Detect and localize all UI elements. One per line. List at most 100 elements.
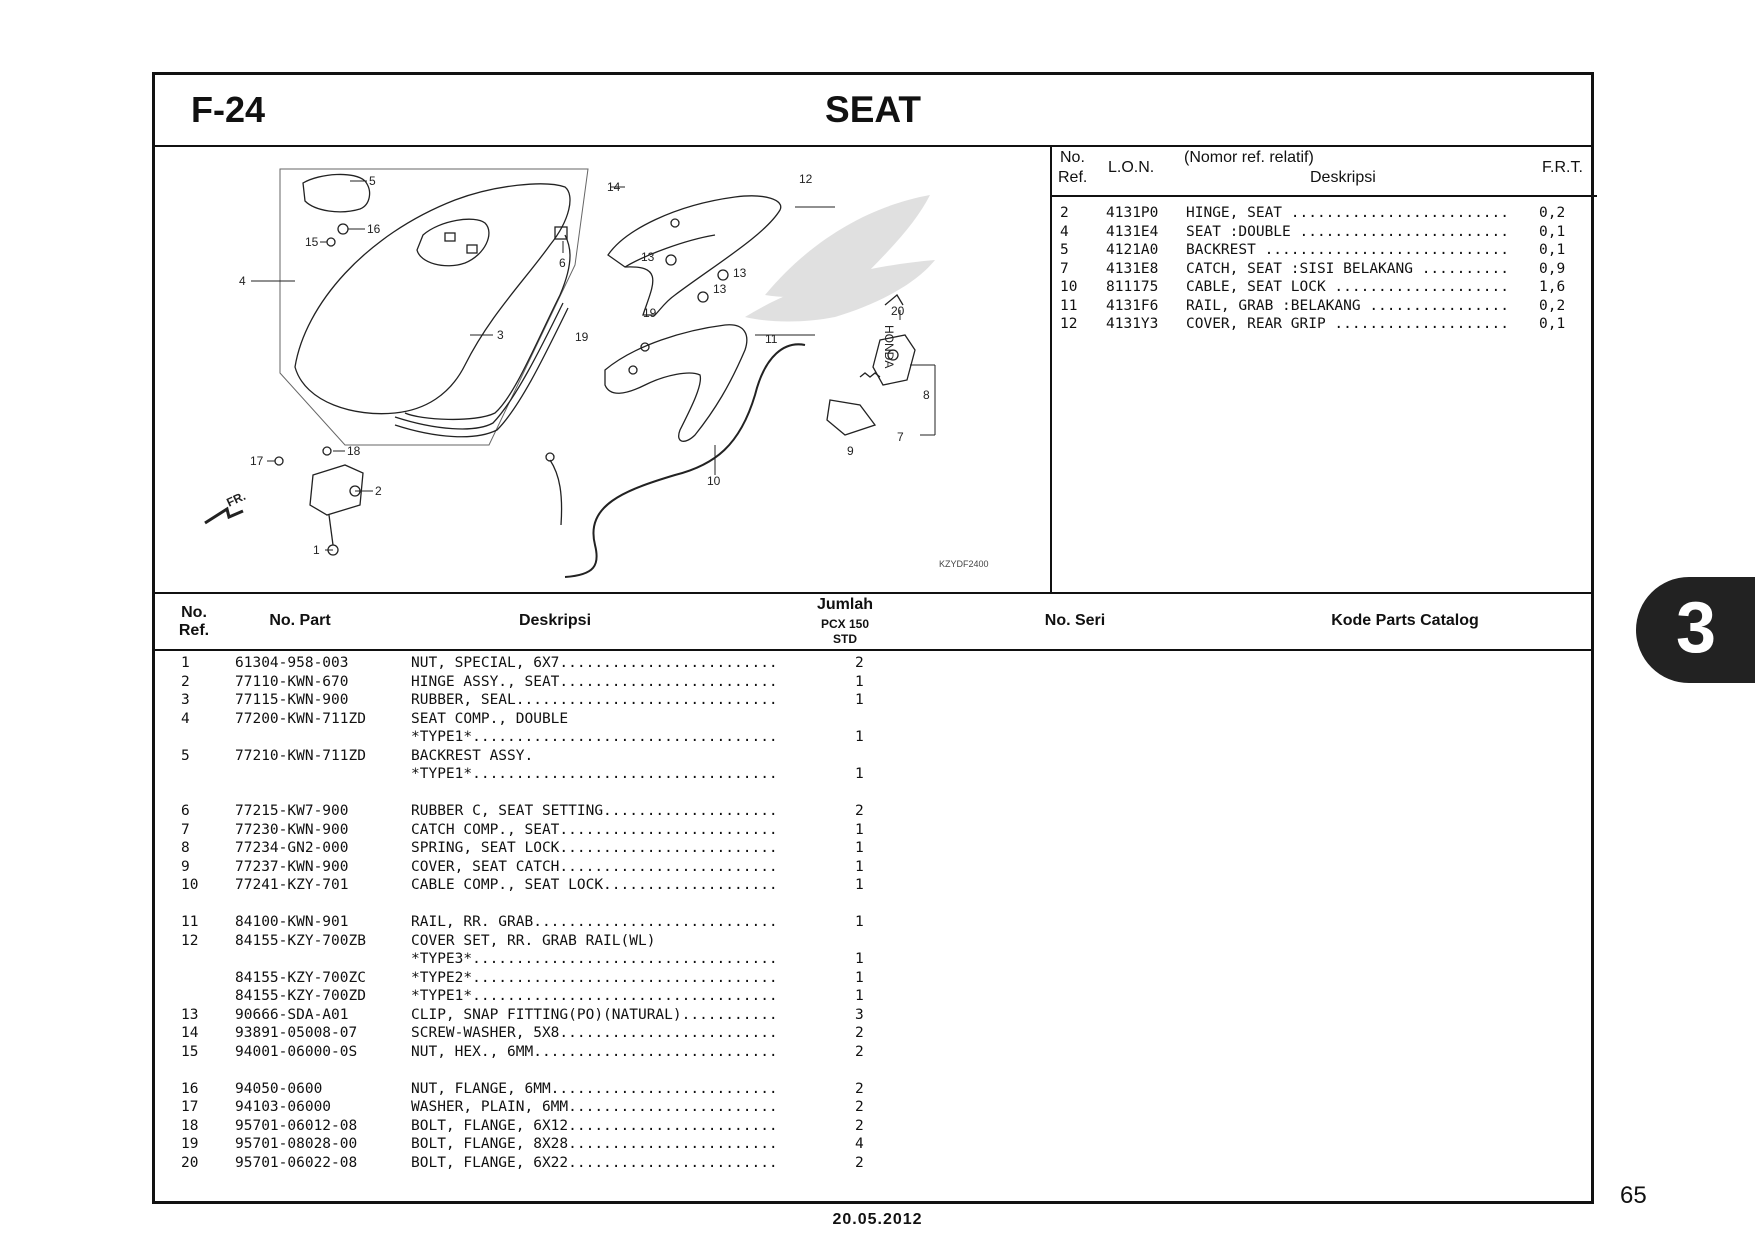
parts-header-kode: Kode Parts Catalog bbox=[1331, 612, 1479, 629]
part-quantity: 3 bbox=[855, 1006, 864, 1023]
part-number: 95701-06012-08 bbox=[235, 1117, 358, 1134]
part-quantity: 2 bbox=[855, 1117, 864, 1134]
frt-desc: BACKREST ............................ bbox=[1186, 242, 1510, 258]
part-quantity: 4 bbox=[855, 1136, 864, 1152]
part-number: 77210-KWN-711ZD bbox=[235, 747, 366, 764]
callout-19a: 19 bbox=[643, 306, 657, 320]
part-ref: 4 bbox=[181, 710, 190, 727]
part-quantity: 2 bbox=[855, 803, 864, 819]
part-ref: 16 bbox=[181, 1080, 199, 1097]
table-row: 18 95701-06012-08 BOLT, FLANGE, 6X12......… bbox=[155, 1118, 1591, 1137]
frt-value: 0,2 bbox=[1539, 205, 1566, 221]
part-description: NUT, FLANGE, 6MM........................… bbox=[411, 1080, 778, 1097]
part-quantity: 1 bbox=[855, 858, 864, 875]
part-quantity: 2 bbox=[855, 1154, 864, 1171]
row-gap bbox=[155, 1062, 1591, 1081]
row-gap bbox=[155, 785, 1591, 804]
part-quantity: 1 bbox=[855, 988, 864, 1004]
part-description: COVER, SEAT CATCH.......................… bbox=[411, 858, 778, 875]
frt-lon: 4131P0 bbox=[1106, 205, 1159, 221]
part-number: 93891-05008-07 bbox=[235, 1025, 358, 1041]
frt-desc: CABLE, SEAT LOCK .................... bbox=[1186, 279, 1510, 295]
part-description: COVER SET, RR. GRAB RAIL(WL) bbox=[411, 932, 656, 949]
part-description: *TYPE3*.................................… bbox=[411, 951, 778, 967]
page-number: 65 bbox=[1620, 1182, 1647, 1209]
callout-6: 6 bbox=[559, 256, 566, 270]
parts-table: 1 61304-958-003 NUT, SPECIAL, 6X7.........… bbox=[155, 655, 1591, 1173]
part-ref: 2 bbox=[181, 673, 190, 690]
frt-ref: 2 bbox=[1060, 205, 1069, 221]
catalog-frame: F-24 SEAT bbox=[152, 72, 1597, 1204]
part-number: 77241-KZY-701 bbox=[235, 877, 349, 893]
part-number: 77237-KWN-900 bbox=[235, 858, 349, 875]
part-quantity: 1 bbox=[855, 914, 864, 930]
part-description: BOLT, FLANGE, 8X28......................… bbox=[411, 1136, 778, 1152]
frt-desc: COVER, REAR GRIP .................... bbox=[1186, 316, 1510, 332]
part-description: CABLE COMP., SEAT LOCK..................… bbox=[411, 877, 778, 893]
front-label: FR. bbox=[224, 489, 247, 510]
part-description: CATCH COMP., SEAT.......................… bbox=[411, 821, 778, 838]
parts-header-deskripsi: Deskripsi bbox=[518, 612, 592, 629]
divider-top bbox=[155, 592, 1591, 594]
exploded-diagram: HONDA bbox=[155, 145, 1050, 592]
part-description: BOLT, FLANGE, 6X22......................… bbox=[411, 1154, 778, 1171]
part-number: 61304-958-003 bbox=[235, 655, 349, 671]
frt-header-ref: Ref. bbox=[1058, 169, 1088, 186]
part-description: BOLT, FLANGE, 6X12......................… bbox=[411, 1117, 778, 1134]
part-ref: 3 bbox=[181, 692, 190, 708]
part-number: 77215-KW7-900 bbox=[235, 803, 349, 819]
part-number: 94103-06000 bbox=[235, 1099, 332, 1115]
frt-lon: 811175 bbox=[1106, 279, 1159, 295]
diagram-code: KZYDF2400 bbox=[939, 559, 989, 569]
callout-7: 7 bbox=[897, 430, 904, 444]
part-ref: 15 bbox=[181, 1043, 199, 1060]
part-description: *TYPE1*.................................… bbox=[411, 988, 778, 1004]
part-description: RUBBER, SEAL............................… bbox=[411, 692, 778, 708]
part-ref: 13 bbox=[181, 1006, 199, 1023]
parts-header-ref: Ref. bbox=[178, 622, 210, 639]
part-ref: 14 bbox=[181, 1025, 199, 1041]
page-header: F-24 SEAT bbox=[155, 75, 1591, 147]
table-row: *TYPE1*.................................… bbox=[155, 729, 1591, 748]
part-ref: 18 bbox=[181, 1117, 199, 1134]
parts-header-model: PCX 150 bbox=[820, 617, 870, 631]
frt-lon: 4131E8 bbox=[1106, 260, 1159, 277]
callout-5: 5 bbox=[369, 174, 376, 188]
part-description: RUBBER C, SEAT SETTING..................… bbox=[411, 803, 778, 819]
callout-15: 17 bbox=[250, 454, 264, 468]
print-date: 20.05.2012 bbox=[832, 1211, 923, 1228]
part-description: RAIL, RR. GRAB..........................… bbox=[411, 914, 778, 930]
callout-19b: 19 bbox=[575, 330, 589, 344]
frt-header: No. Ref. L.O.N. (Nomor ref. relatif) Des… bbox=[1052, 145, 1597, 197]
frt-desc: RAIL, GRAB :BELAKANG ................ bbox=[1186, 297, 1510, 314]
table-row: 84155-KZY-700ZC*TYPE2*..................… bbox=[155, 970, 1591, 989]
part-description: NUT, SPECIAL, 6X7.......................… bbox=[411, 655, 778, 671]
frt-value: 0,1 bbox=[1539, 223, 1566, 240]
vertical-divider bbox=[1050, 145, 1052, 592]
parts-header-no-seri: No. Seri bbox=[1044, 612, 1106, 629]
part-ref: 12 bbox=[181, 932, 199, 949]
divider-bottom bbox=[155, 649, 1591, 651]
part-description: SCREW-WASHER, 5X8.......................… bbox=[411, 1025, 778, 1041]
frt-header-deskripsi: Deskripsi bbox=[1310, 169, 1376, 186]
table-row: *TYPE1*.................................… bbox=[155, 766, 1591, 785]
frt-ref: 11 bbox=[1060, 297, 1078, 314]
callout-13b: 13 bbox=[733, 266, 747, 280]
part-ref: 11 bbox=[181, 914, 199, 930]
part-number: 77110-KWN-670 bbox=[235, 673, 349, 690]
part-quantity: 1 bbox=[855, 951, 864, 967]
callout-11: 11 bbox=[765, 332, 778, 346]
callout-4: 4 bbox=[239, 274, 246, 288]
